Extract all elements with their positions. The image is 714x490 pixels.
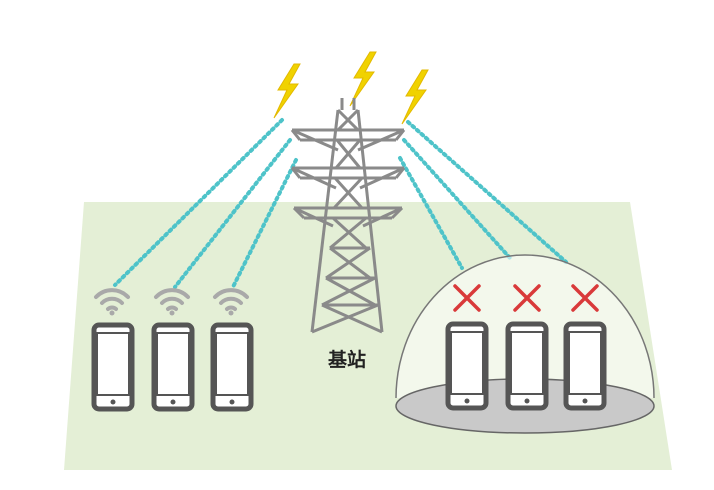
lightning-icon	[349, 51, 377, 107]
wifi-icon	[154, 288, 190, 316]
lightning-icons	[273, 51, 429, 125]
wifi-icon	[94, 288, 130, 316]
connected-phone-1	[91, 288, 135, 412]
signal-beam	[113, 118, 284, 287]
cross-icon	[513, 284, 541, 312]
signal-beam	[231, 158, 298, 289]
blocked-phones	[445, 284, 607, 411]
connected-phone-2	[151, 288, 195, 412]
signal-beam	[173, 138, 292, 289]
wifi-icon	[213, 288, 249, 316]
tower-icon	[290, 98, 406, 334]
lightning-icon	[401, 69, 429, 125]
blocked-phone-1	[445, 284, 489, 411]
lightning-icon	[273, 63, 301, 119]
cross-icon	[453, 284, 481, 312]
signal-beam	[398, 156, 464, 270]
signal-beam	[402, 138, 512, 260]
cross-icon	[571, 284, 599, 312]
connected-phones	[91, 288, 254, 412]
blocked-phone-2	[505, 284, 549, 411]
signal-beams-right	[398, 120, 568, 270]
signal-beams-left	[113, 118, 298, 289]
blocked-phone-3	[563, 284, 607, 411]
signal-beam	[406, 120, 568, 264]
tower-label: 基站	[327, 348, 366, 371]
connected-phone-3	[210, 288, 254, 412]
